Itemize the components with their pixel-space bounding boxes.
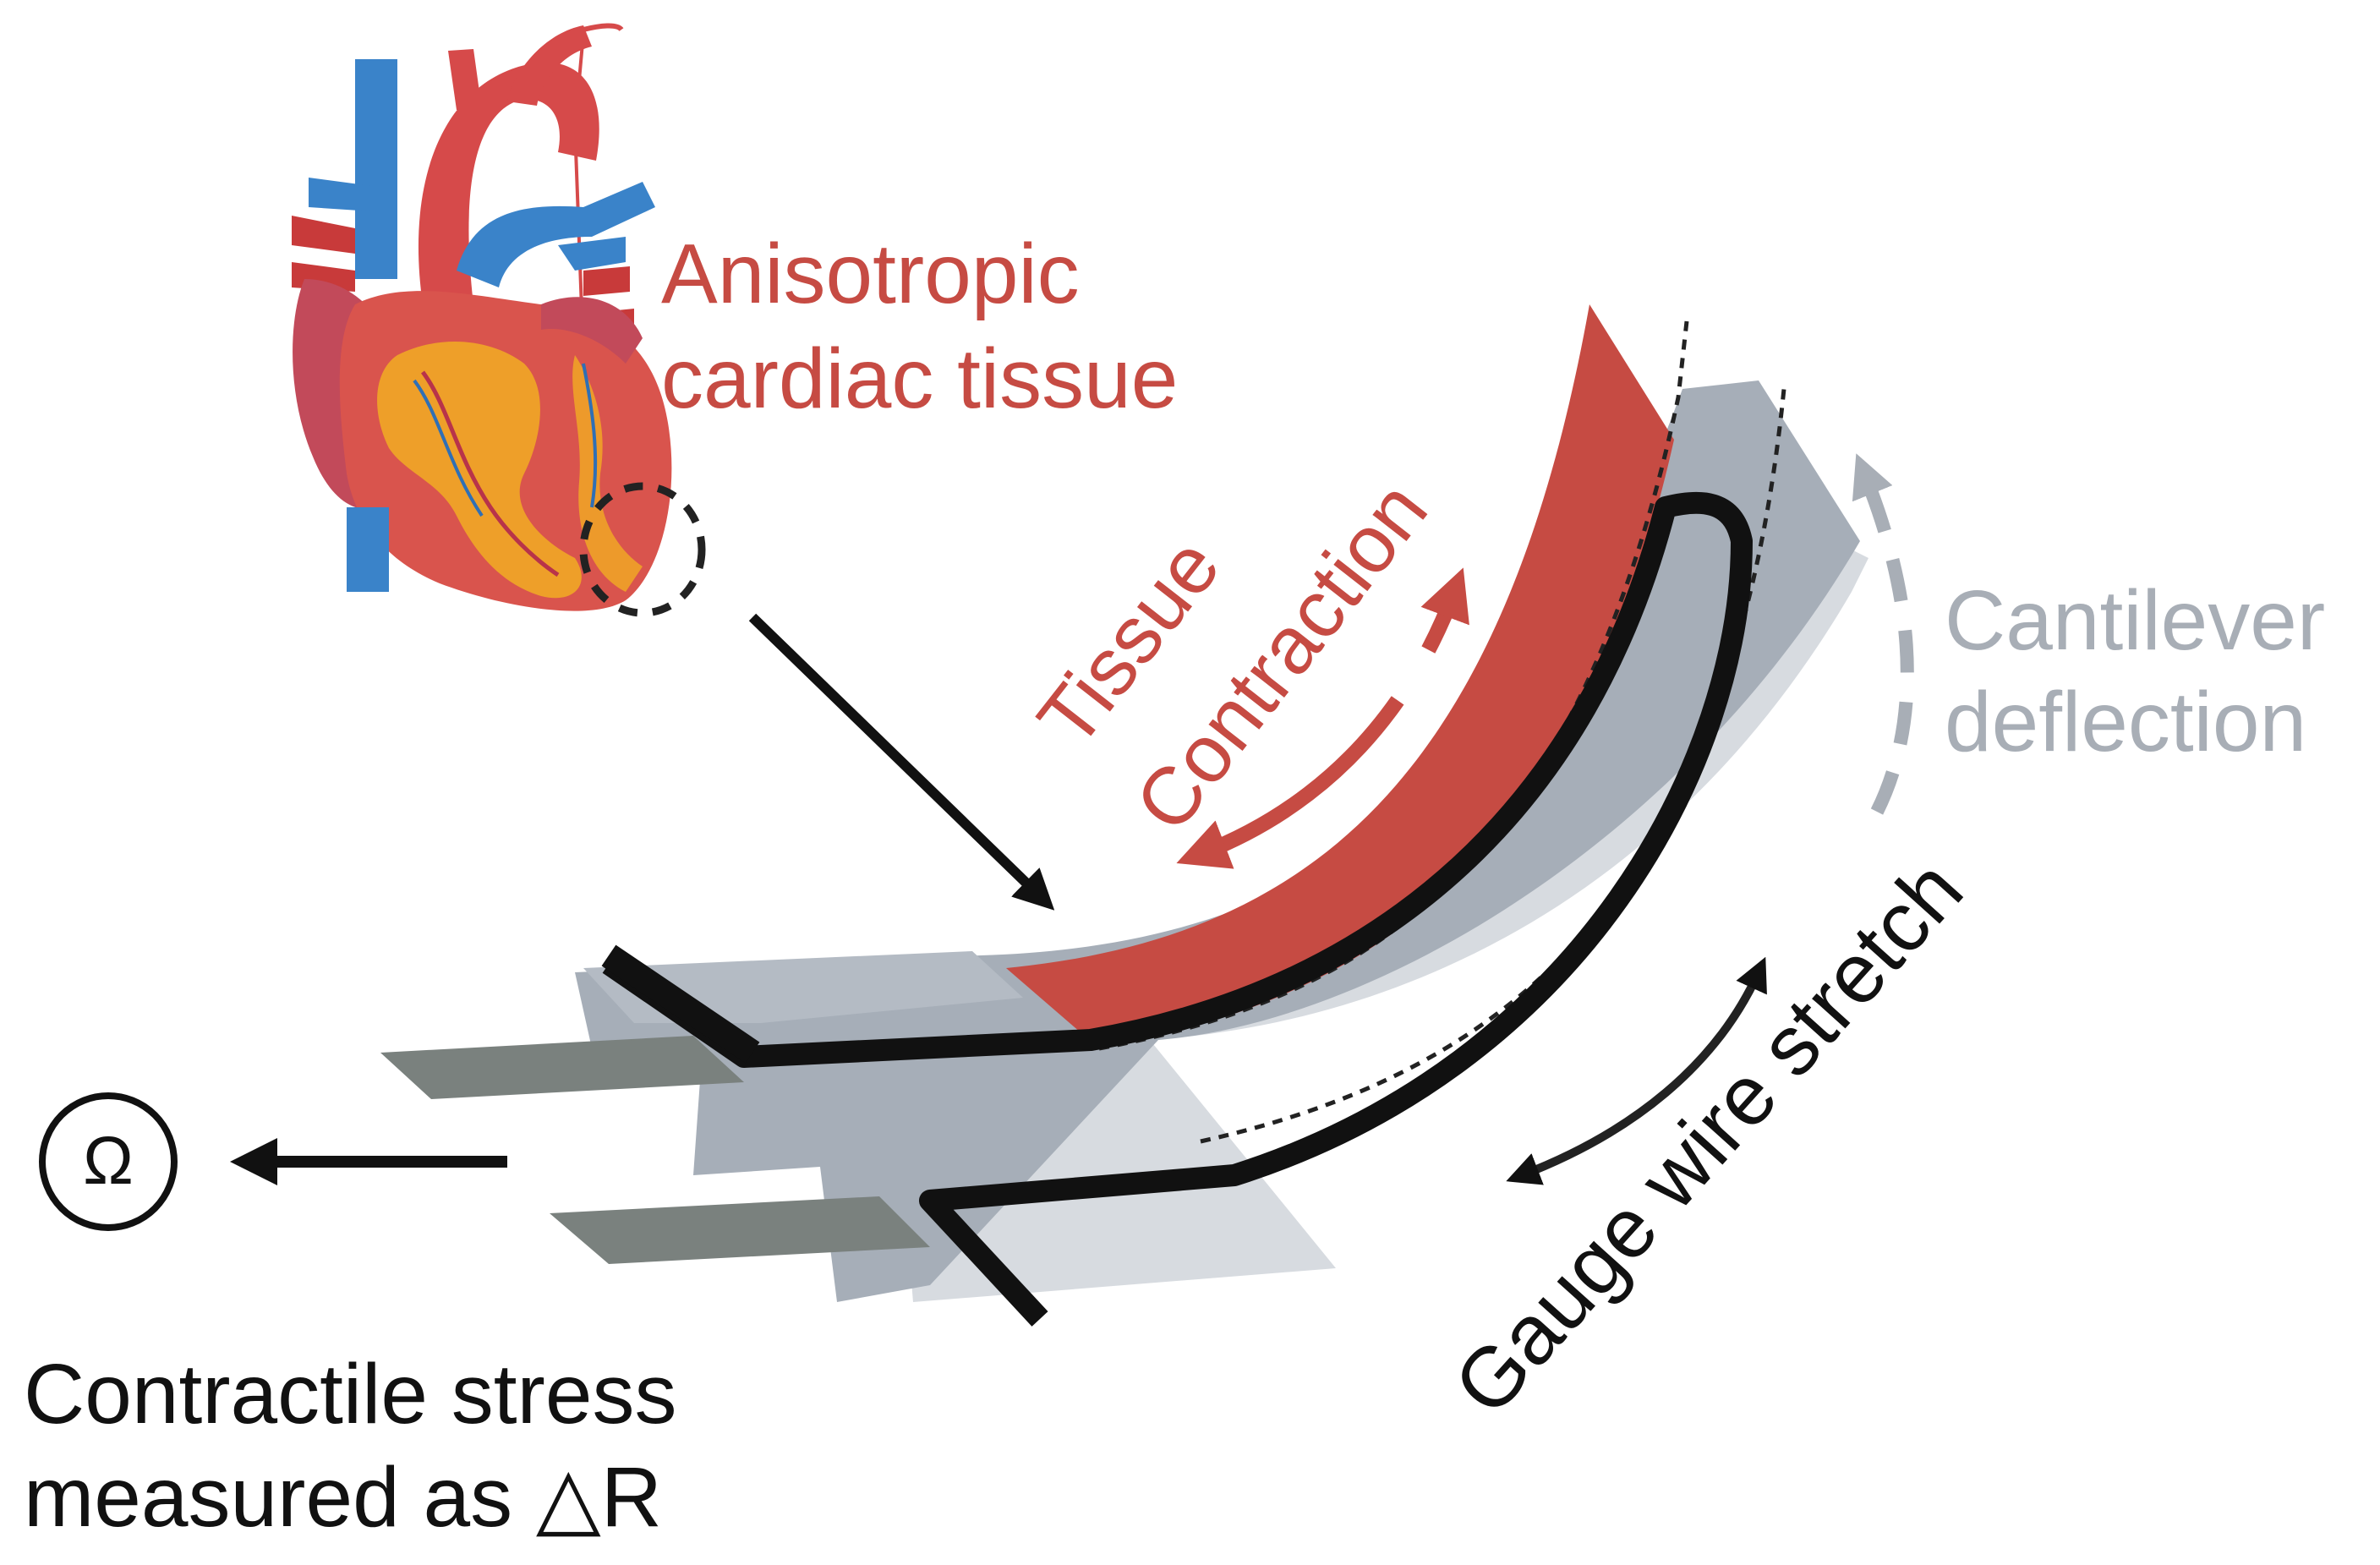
tissue-contraction-arrow	[1176, 567, 1469, 869]
pulmonary-artery	[457, 182, 655, 287]
contact-pad-upper	[380, 1036, 744, 1099]
coronary-fat-2	[572, 355, 643, 592]
heart-to-device-arrow	[748, 613, 1055, 911]
anisotropic-label-line1: Anisotropic	[661, 227, 1080, 321]
coronary-vein	[413, 379, 484, 517]
tissue-sample-circle	[579, 482, 706, 617]
superior-vena-cava	[355, 59, 397, 279]
gauge-wire-label: Gauge wire stretch	[1436, 842, 1981, 1433]
heart-left-atrium	[541, 297, 643, 364]
anisotropic-label-line2: cardiac tissue	[661, 331, 1178, 426]
coronary-vein-2	[582, 363, 598, 508]
right-pulmonary-veins	[292, 216, 355, 292]
ohmmeter-circle	[39, 1092, 178, 1231]
pulmonary-artery-right	[558, 237, 626, 271]
gauge-wire-stretch-arrow	[1506, 956, 1767, 1185]
ohmmeter-icon: Ω	[39, 1092, 178, 1231]
cantilever-label-line2: deflection	[1945, 675, 2306, 769]
aortic-arch	[418, 62, 599, 304]
cantilever-label-line1: Cantilever	[1945, 573, 2325, 668]
catheter-line	[583, 23, 624, 32]
heart-illustration	[292, 23, 706, 617]
inferior-vena-cava	[347, 507, 389, 592]
aorta-branch-2	[448, 49, 482, 110]
arrows	[230, 453, 1914, 1185]
aorta-branch-1	[507, 25, 592, 106]
coronary-artery	[420, 370, 560, 577]
cardiac-tissue-strip	[1006, 304, 1674, 1048]
ohm-symbol: Ω	[83, 1123, 134, 1198]
cantilever-deflection-arrow	[1852, 453, 1914, 815]
stress-label-line1: Contractile stress	[24, 1347, 676, 1442]
cantilever-main-layer	[575, 380, 1860, 1302]
pulmonary-veins-left	[309, 178, 372, 211]
stress-label-line2: measured as △R	[24, 1450, 662, 1545]
contact-pad-lower	[550, 1196, 930, 1264]
gauge-wire-upper-end	[601, 944, 760, 1064]
